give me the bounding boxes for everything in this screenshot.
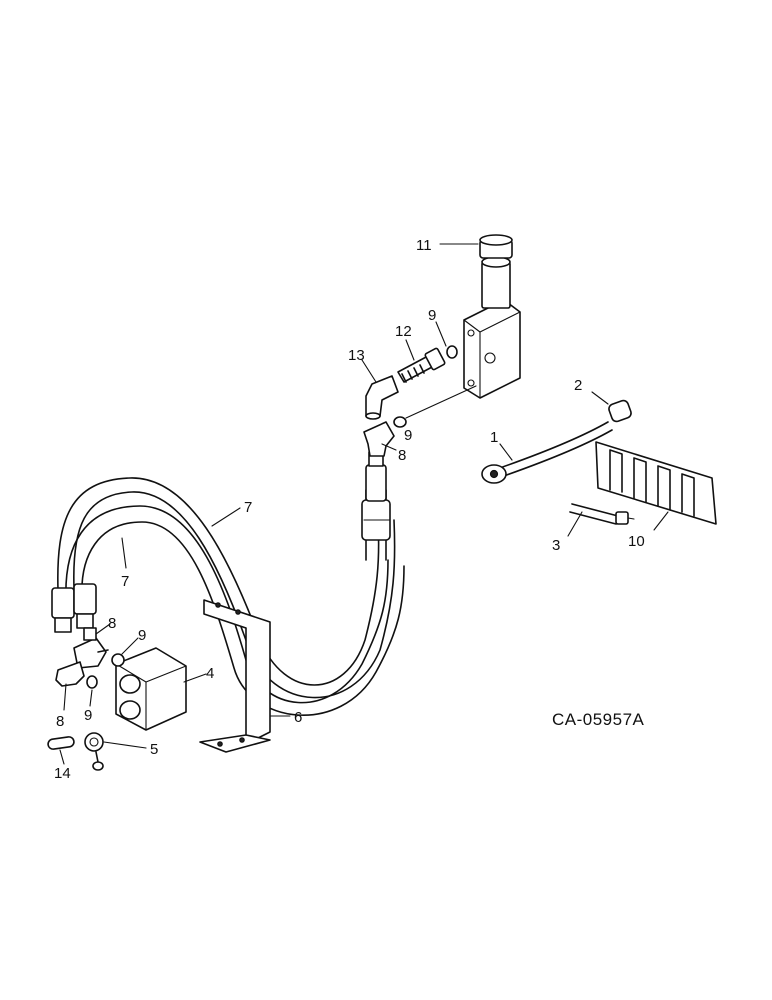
elbow-fitting-left [55,661,85,687]
callout-5: 5 [150,741,158,758]
elbow-fitting-upper [365,375,399,420]
callout-8-mid: 8 [398,447,406,464]
o-ring-washer-mid [393,416,407,428]
callout-9-mid: 9 [404,427,412,444]
o-ring-washer-upper [446,345,458,359]
adapter-fitting [397,347,446,383]
callout-14: 14 [54,765,71,782]
callout-4: 4 [206,665,214,682]
shield-plate [595,441,717,525]
o-ring-washer-bottom [86,675,98,689]
callout-labels: 11 12 9 13 9 8 2 1 3 10 7 7 8 9 8 9 4 5 … [54,237,645,782]
coupler-block [115,647,187,731]
support-bracket [199,599,271,753]
dust-plug [84,732,104,771]
callout-8-left-bottom: 8 [56,713,64,730]
elbow-fitting-lower [363,421,395,457]
callout-13: 13 [348,347,365,364]
rod-cap [608,399,632,423]
bolt [569,503,635,525]
callout-12: 12 [395,323,412,340]
callout-11: 11 [416,237,432,254]
callout-3: 3 [552,537,560,554]
figure-reference-code: CA-05957A [552,710,645,729]
hose-assembly [51,451,405,716]
o-ring-washer-left [111,653,125,667]
leader-lines [59,243,669,765]
valve-cap [479,234,513,259]
pin [47,736,75,750]
callout-7-lower: 7 [121,573,129,590]
control-rod [481,421,613,484]
callout-6: 6 [294,709,302,726]
control-valve [463,256,521,399]
callout-2: 2 [574,377,582,394]
callout-9-upper: 9 [428,307,436,324]
callout-9-left: 9 [138,627,146,644]
callout-9-bottom: 9 [84,707,92,724]
callout-8-left-top: 8 [108,615,116,632]
callout-1: 1 [490,429,498,446]
callout-7-upper: 7 [244,499,252,516]
callout-10: 10 [628,533,645,550]
